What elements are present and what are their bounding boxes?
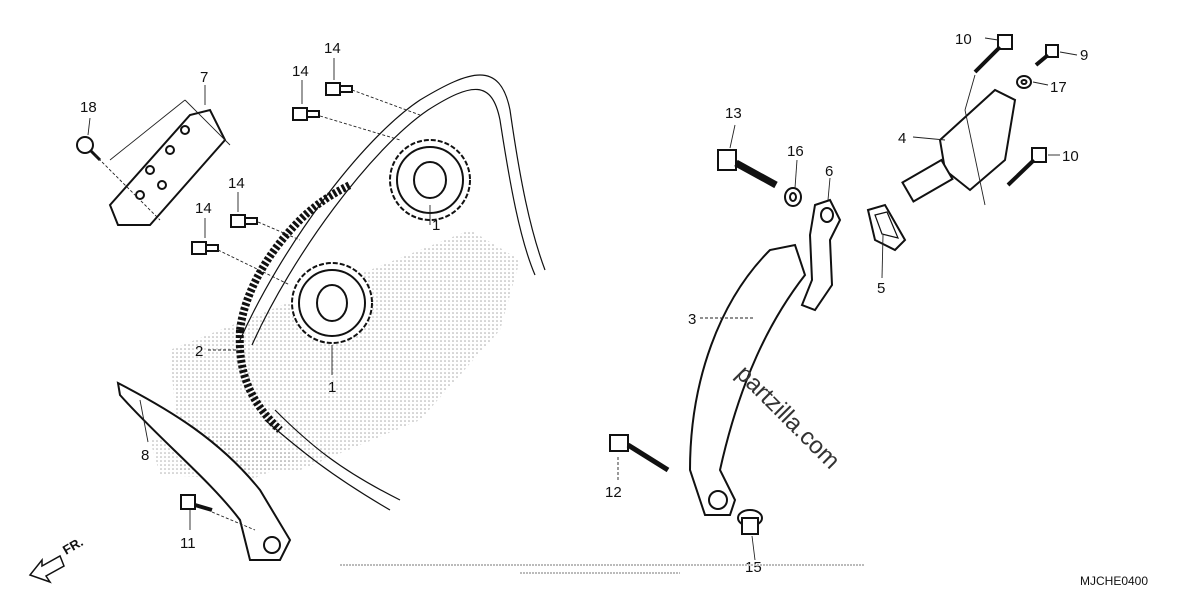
callout-7: 7: [200, 69, 208, 86]
callout-3: 3: [688, 311, 696, 328]
callout-8: 8: [141, 447, 149, 464]
bolt-9: [1034, 44, 1059, 67]
bolt-10-lower: [1006, 147, 1047, 187]
callout-1-upper: 1: [432, 217, 440, 234]
bolt-14-group: [191, 82, 353, 255]
callout-5: 5: [877, 280, 885, 297]
callout-1-lower: 1: [328, 379, 336, 396]
bracket-6: [800, 198, 842, 312]
diagram-code: MJCHE0400: [1080, 574, 1148, 588]
callout-17: 17: [1050, 79, 1067, 96]
bolt-11: [180, 494, 213, 512]
callout-9: 9: [1080, 47, 1088, 64]
guide-plate: [108, 108, 227, 226]
callout-18: 18: [80, 99, 97, 116]
washer-16: [784, 187, 802, 207]
callout-11: 11: [180, 535, 196, 552]
callout-13: 13: [725, 105, 742, 122]
watermark: partzilla.com: [731, 360, 845, 474]
callout-14-b: 14: [292, 63, 309, 80]
fine-print: [340, 564, 865, 574]
callout-14-a: 14: [324, 40, 341, 57]
tensioner-slipper: [688, 243, 807, 516]
callout-12: 12: [605, 484, 622, 501]
gasket-5: [866, 203, 907, 252]
bolt-15: [737, 509, 763, 535]
callout-10-upper: 10: [955, 31, 972, 48]
washer-17: [1016, 75, 1032, 89]
callout-14-d: 14: [195, 200, 212, 217]
leader-lines: [87, 37, 1078, 561]
callout-2: 2: [195, 343, 203, 360]
front-label: FR.: [60, 534, 86, 557]
callout-16: 16: [787, 143, 804, 160]
chain-loop: [239, 74, 546, 511]
callout-6: 6: [825, 163, 833, 180]
bolt-13: [717, 149, 778, 189]
cam-chain: [235, 181, 352, 433]
callout-labels: 1 1 2 3 4 5 6 7 8 9 10 10 11 12 13 14 14…: [80, 31, 1088, 576]
front-direction-indicator: FR.: [28, 534, 86, 584]
callout-4: 4: [898, 130, 906, 147]
callout-15: 15: [745, 559, 762, 576]
cam-sprocket-upper: [389, 139, 471, 221]
callout-14-c: 14: [228, 175, 245, 192]
bolt-10-upper: [973, 34, 1013, 74]
bolt-18: [76, 136, 102, 162]
front-arrow-icon: [28, 554, 65, 584]
cam-sprocket-lower: [291, 262, 373, 344]
tensioner-lifter: [901, 88, 1017, 203]
bolt-12: [609, 434, 670, 473]
chain-guide: [116, 381, 292, 561]
callout-10-lower: 10: [1062, 148, 1079, 165]
